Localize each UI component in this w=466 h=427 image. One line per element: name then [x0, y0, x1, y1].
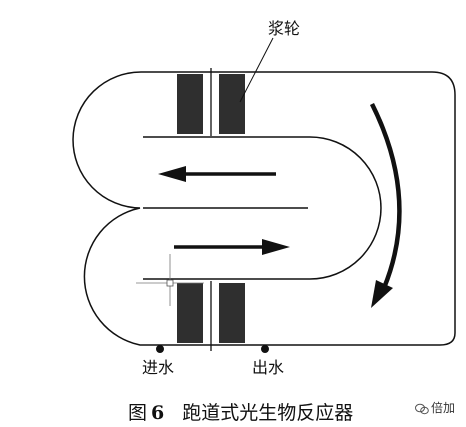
flow-arrow-right: [174, 239, 290, 255]
water-inlet-point: [156, 345, 164, 353]
upper-paddle-blade-right: [219, 74, 245, 134]
inner-partition-loop: [143, 136, 382, 280]
lower-paddle-blade-left: [177, 283, 203, 343]
upper-paddle-wheel: [177, 68, 245, 136]
water-outlet-point: [261, 345, 269, 353]
lower-paddle-wheel: [177, 281, 245, 351]
outer-channel-outline: [72, 71, 456, 346]
water-outlet-label: 出水: [252, 358, 284, 377]
watermark: 倍加: [415, 399, 466, 416]
lower-paddle-blade-right: [219, 283, 245, 343]
paddle-wheel-leader-line: [239, 37, 274, 103]
flow-arrow-curved: [369, 102, 402, 308]
paddle-wheel-label: 浆轮: [268, 19, 300, 38]
figure-title: 跑道式光生物反应器: [182, 402, 354, 424]
upper-paddle-blade-left: [177, 74, 203, 134]
figure-number: 6: [151, 402, 165, 424]
watermark-text: 倍加: [431, 401, 456, 415]
wechat-icon: [415, 403, 429, 414]
flow-arrow-left: [158, 166, 276, 182]
figure-prefix: 图: [128, 402, 148, 424]
crosshair-marker: [136, 254, 204, 306]
water-inlet-label: 进水: [142, 358, 174, 377]
